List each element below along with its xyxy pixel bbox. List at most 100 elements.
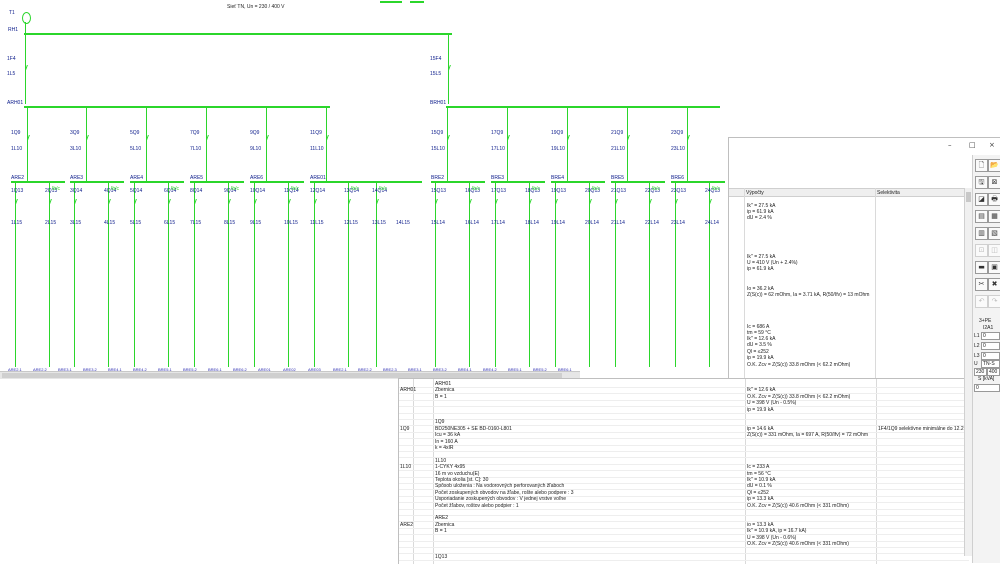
report-row[interactable]: 1L10: [399, 458, 969, 464]
report-row[interactable]: U = 398 V (Un - 0.6%): [399, 535, 969, 541]
report-row[interactable]: ip = 19.9 kA: [399, 407, 969, 413]
report-vertical-scrollbar[interactable]: [964, 188, 972, 556]
l3-input[interactable]: 0: [981, 352, 1000, 360]
report-row[interactable]: [399, 451, 969, 457]
switch-symbol[interactable]: [345, 199, 351, 204]
scroll-thumb[interactable]: [966, 192, 971, 202]
network-type-select[interactable]: TN-S: [981, 360, 1000, 368]
report-icon[interactable]: ▥: [975, 227, 988, 240]
switch-symbol[interactable]: [432, 199, 438, 204]
switch-symbol[interactable]: [71, 199, 77, 204]
report-row[interactable]: 1Q13: [399, 554, 969, 560]
switch-symbol[interactable]: [165, 199, 171, 204]
switch-symbol[interactable]: [552, 199, 558, 204]
switch-symbol[interactable]: [83, 135, 89, 140]
new-icon[interactable]: 🗋: [975, 159, 988, 172]
power-input[interactable]: 0: [974, 384, 1000, 392]
print-icon[interactable]: 🖶: [988, 193, 1000, 206]
sub-bus[interactable]: [310, 181, 422, 183]
report-row[interactable]: 1Q9: [399, 419, 969, 425]
disabled-a-icon[interactable]: ⊡: [975, 244, 988, 257]
switch-symbol[interactable]: [504, 135, 510, 140]
sub-bus[interactable]: [431, 181, 485, 183]
switch-symbol[interactable]: [684, 135, 690, 140]
monitor-icon[interactable]: ▬: [975, 261, 988, 274]
minimize-button[interactable]: –: [948, 141, 952, 149]
switch-symbol[interactable]: [251, 199, 257, 204]
l2-input[interactable]: 0: [981, 342, 1000, 350]
report-row[interactable]: Počet zoskupených obvodov na žľabe, rošt…: [399, 490, 969, 496]
switch-symbol[interactable]: [105, 199, 111, 204]
switch-symbol[interactable]: [466, 199, 472, 204]
maximize-button[interactable]: □: [969, 141, 976, 149]
main-bus[interactable]: [24, 33, 452, 35]
switch-symbol[interactable]: [131, 199, 137, 204]
sub-bus[interactable]: [671, 181, 725, 183]
delete-icon[interactable]: ✖: [988, 278, 1000, 291]
report-row[interactable]: Usporiadanie zoskupených obvodov : V jed…: [399, 496, 969, 502]
switch-symbol[interactable]: [263, 135, 269, 140]
close-button[interactable]: ×: [989, 141, 995, 149]
report-row[interactable]: In = 160 A: [399, 439, 969, 445]
column-vypocty[interactable]: Výpočty: [746, 190, 764, 196]
sub-bus[interactable]: [491, 181, 545, 183]
column-selektivita[interactable]: Selektivita: [877, 190, 900, 196]
switch-symbol[interactable]: [646, 199, 652, 204]
switch-symbol[interactable]: [564, 135, 570, 140]
report-row[interactable]: [399, 413, 969, 419]
distribution-bus[interactable]: [24, 106, 330, 108]
report-row[interactable]: 16 m vo vzduchu(E)tm = 56 °C: [399, 471, 969, 477]
switch-symbol[interactable]: [492, 199, 498, 204]
close-file-icon[interactable]: ⊠: [988, 176, 1000, 189]
report-row[interactable]: Spôsob uloženia : Na vodorovných perforo…: [399, 483, 969, 489]
scroll-thumb[interactable]: [2, 373, 562, 378]
switch-symbol[interactable]: [12, 199, 18, 204]
switch-symbol[interactable]: [46, 199, 52, 204]
db-icon[interactable]: ▣: [988, 261, 1000, 274]
redo-icon[interactable]: ↷: [988, 295, 1000, 308]
sub-bus[interactable]: [611, 181, 665, 183]
report-row[interactable]: ARH01: [399, 381, 969, 387]
open-icon[interactable]: 📂: [988, 159, 1000, 172]
disabled-b-icon[interactable]: ◫: [988, 244, 1000, 257]
eraser-icon[interactable]: ◪: [975, 193, 988, 206]
switch-symbol[interactable]: [323, 135, 329, 140]
report-row[interactable]: [399, 509, 969, 515]
switch-symbol[interactable]: [444, 135, 450, 140]
schematic-horizontal-scrollbar[interactable]: [0, 371, 580, 379]
sub-bus[interactable]: [551, 181, 605, 183]
sub-bus[interactable]: [11, 181, 65, 183]
switch-symbol[interactable]: [445, 65, 451, 70]
switch-symbol[interactable]: [24, 135, 30, 140]
switch-symbol[interactable]: [225, 199, 231, 204]
save-icon[interactable]: 🖫: [975, 176, 988, 189]
line-voltage-input[interactable]: 400: [987, 368, 1000, 376]
switch-symbol[interactable]: [706, 199, 712, 204]
report-row[interactable]: k = 4xIR: [399, 445, 969, 451]
switch-symbol[interactable]: [285, 199, 291, 204]
switch-symbol[interactable]: [143, 135, 149, 140]
switch-symbol[interactable]: [612, 199, 618, 204]
report-row[interactable]: O.K. Zcv = Z(S(c)) 40.6 mOhm (< 331 mOhm…: [399, 541, 969, 547]
switch-symbol[interactable]: [586, 199, 592, 204]
switch-symbol[interactable]: [311, 199, 317, 204]
switch-symbol[interactable]: [203, 135, 209, 140]
report-row[interactable]: ARE2: [399, 515, 969, 521]
list-icon[interactable]: ▧: [988, 227, 1000, 240]
sub-bus[interactable]: [130, 181, 184, 183]
undo-icon[interactable]: ↶: [975, 295, 988, 308]
phase-voltage-input[interactable]: 230: [974, 368, 987, 376]
switch-symbol[interactable]: [373, 199, 379, 204]
sub-bus[interactable]: [250, 181, 304, 183]
switch-symbol[interactable]: [672, 199, 678, 204]
switch-symbol[interactable]: [22, 65, 28, 70]
sub-bus[interactable]: [190, 181, 244, 183]
